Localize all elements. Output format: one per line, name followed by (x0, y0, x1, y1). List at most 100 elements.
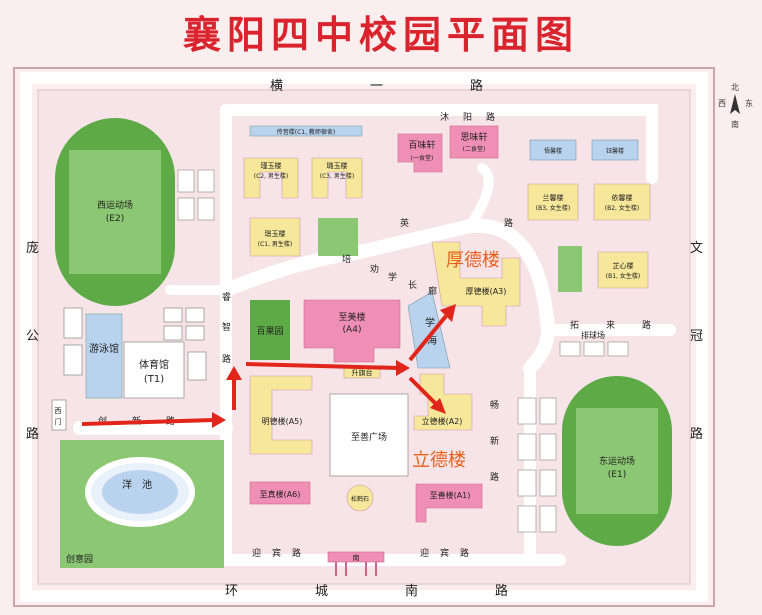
creative-park-label: 创意园 (66, 553, 93, 565)
south-gate: 南 (327, 551, 385, 576)
svg-text:路: 路 (642, 319, 651, 331)
svg-text:兰馨楼: 兰馨楼 (543, 193, 564, 202)
gym-code: (T1) (144, 374, 164, 385)
compass-icon: 北 南 东 西 (718, 83, 753, 129)
compass-south: 南 (731, 119, 739, 129)
girls-dorm-wuxiang: 悟馨楼 (529, 139, 577, 161)
svg-text:拓: 拓 (570, 319, 579, 331)
svg-text:智: 智 (222, 321, 231, 333)
svg-text:松鹤石: 松鹤石 (351, 495, 369, 503)
canteen-siwei: 思味轩 (二食堂) (449, 125, 499, 159)
svg-text:长: 长 (408, 279, 417, 291)
svg-text:排球场: 排球场 (581, 330, 605, 340)
svg-text:升旗台: 升旗台 (352, 368, 373, 377)
svg-text:培: 培 (342, 253, 351, 265)
west-field-name: 西运动场 (97, 200, 133, 211)
songhe-stone: 松鹤石 (346, 484, 374, 512)
svg-text:睿: 睿 (222, 291, 231, 303)
callout-houde: 厚德楼 (446, 250, 500, 271)
svg-text:瑾玉楼: 瑾玉楼 (261, 161, 282, 170)
zhizhen-building: 至真楼(A6) (249, 481, 311, 505)
svg-text:至善广场: 至善广场 (351, 431, 387, 443)
svg-text:(A4): (A4) (343, 325, 362, 335)
svg-text:百果园: 百果园 (256, 326, 283, 337)
svg-text:(B2, 女生楼): (B2, 女生楼) (605, 204, 639, 212)
road-wenguan-2: 冠 (690, 329, 703, 344)
boys-dorm-jingyu: 璟玉楼 (C1, 男生楼) (249, 217, 301, 257)
callout-lide: 立德楼 (412, 450, 466, 471)
road-labels-outer: 横 一 路 庞 公 路 文 冠 路 环 城 南 路 (26, 78, 703, 599)
svg-text:路: 路 (292, 547, 301, 559)
zhishan-plaza: 至善广场 (329, 393, 409, 477)
road-huancheng-1: 环 (225, 584, 238, 599)
girls-dorm-yuxiang: 钰馨楼 (591, 139, 639, 161)
road-panggong-2: 公 (26, 329, 39, 344)
svg-text:南: 南 (353, 553, 360, 562)
svg-text:路: 路 (222, 353, 231, 365)
teacher-dorm: 传音楼(C1, 教师宿舍) (249, 125, 363, 137)
svg-text:宾: 宾 (272, 547, 281, 559)
svg-text:劝: 劝 (370, 263, 379, 275)
svg-text:西: 西 (55, 407, 62, 415)
svg-text:(C3, 男生楼): (C3, 男生楼) (320, 172, 355, 180)
svg-text:(B1, 女生楼): (B1, 女生楼) (606, 272, 640, 280)
road-wenguan-1: 文 (690, 241, 703, 256)
west-courts (63, 307, 207, 381)
east-courts (517, 397, 557, 533)
compass-west: 西 (718, 99, 726, 108)
svg-text:新: 新 (490, 435, 499, 447)
west-field-code: (E2) (106, 214, 124, 224)
svg-text:学: 学 (425, 316, 435, 329)
canteen-baiwei: 百味轩 (一食堂) (397, 133, 443, 173)
svg-text:依馨楼: 依馨楼 (612, 193, 633, 202)
green-plot-east (558, 246, 582, 292)
east-field-name: 东运动场 (599, 455, 635, 467)
outer-road-ring (20, 72, 708, 602)
boys-dorm-jinyu: 瑾玉楼 (C2, 男生楼) (243, 157, 299, 199)
svg-text:(B3, 女生楼): (B3, 女生楼) (536, 204, 570, 212)
svg-text:学: 学 (388, 271, 397, 283)
baiguo-garden: 百果园 (250, 300, 290, 360)
svg-text:思味轩: 思味轩 (460, 131, 487, 143)
svg-text:宾: 宾 (440, 547, 449, 559)
svg-text:璐玉楼: 璐玉楼 (327, 161, 348, 170)
route-arrow-lide (408, 376, 438, 406)
pool-building: 游泳馆 (85, 313, 123, 399)
svg-text:路: 路 (504, 217, 513, 229)
road-heng-yi-1: 横 (270, 79, 283, 94)
road-panggong-3: 路 (26, 426, 39, 442)
route-arrow-houde (408, 314, 448, 362)
road-heng-yi-2: 一 (370, 79, 383, 94)
girls-dorm-lanxiang: 兰馨楼 (B3, 女生楼) (527, 183, 579, 221)
pond (102, 470, 178, 514)
svg-text:畅: 畅 (490, 399, 499, 411)
road-huancheng-3: 南 (405, 583, 418, 599)
girls-dorm-zhixin: 芷心楼 (B1, 女生楼) (597, 251, 649, 289)
west-sports-field: 西运动场 (E2) (55, 118, 175, 306)
svg-text:百味轩: 百味轩 (408, 139, 435, 151)
map-title: 襄阳四中校园平面图 (183, 13, 579, 57)
gym-name: 体育馆 (139, 358, 169, 371)
road-wenguan-3: 路 (690, 426, 703, 442)
zhishan-building: 至善楼(A1) (415, 483, 483, 523)
svg-text:芷心楼: 芷心楼 (613, 261, 634, 270)
road-huancheng-2: 城 (315, 584, 328, 599)
svg-text:来: 来 (606, 320, 615, 331)
road-labels-inner: 迎 宾 路 迎 宾 路 创 新 路 英 培 路 睿 智 路 劝 学 长 廊 拓 … (98, 217, 651, 559)
svg-text:创: 创 (98, 415, 107, 427)
svg-text:至善楼(A1): 至善楼(A1) (430, 490, 471, 500)
pool-label: 游泳馆 (89, 342, 119, 355)
route-arrow-west-gate (81, 418, 215, 426)
road-muyang: 沐阳路 (440, 111, 495, 123)
compass-north: 北 (731, 83, 739, 92)
svg-text:路: 路 (490, 471, 499, 483)
svg-text:门: 门 (55, 417, 62, 426)
svg-text:立德楼(A2): 立德楼(A2) (422, 416, 463, 426)
road-panggong-1: 庞 (26, 240, 39, 256)
road-huancheng-4: 路 (495, 583, 508, 599)
road-heng-yi-3: 路 (470, 78, 483, 94)
volleyball-courts: 排球场 (559, 330, 629, 357)
svg-text:钰馨楼: 钰馨楼 (606, 147, 624, 155)
svg-text:(C2, 男生楼): (C2, 男生楼) (254, 172, 289, 180)
